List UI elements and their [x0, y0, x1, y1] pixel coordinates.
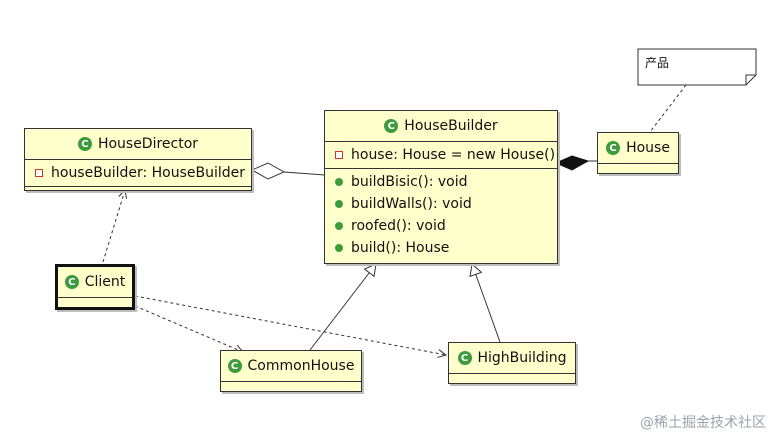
class-header: C Client [58, 267, 132, 298]
composition-diamond [554, 155, 590, 171]
generalization-highbuilding [469, 263, 501, 343]
attribute-row[interactable]: houseBuilder: HouseBuilder [25, 162, 251, 184]
note-fold [745, 74, 756, 85]
class-icon: C [227, 359, 242, 373]
class-client[interactable]: C Client [55, 264, 135, 310]
class-header: C House [598, 133, 678, 164]
operations-section [25, 187, 251, 191]
class-name: HouseBuilder [404, 118, 498, 134]
class-header: C HouseBuilder [325, 111, 557, 142]
aggregation-diamond [250, 162, 286, 180]
class-header: C HighBuilding [449, 343, 575, 374]
note-text: 产品 [645, 56, 670, 70]
operation-row[interactable]: buildBisic(): void [325, 171, 557, 193]
class-name: CommonHouse [247, 358, 355, 374]
note-shape [637, 48, 757, 86]
attributes-section: houseBuilder: HouseBuilder [25, 160, 251, 187]
private-field-icon [335, 151, 343, 159]
class-name: House [626, 140, 670, 156]
operations-section: buildBisic(): void buildWalls(): void ro… [325, 169, 557, 261]
operation-row[interactable]: roofed(): void [325, 215, 557, 237]
aggregation-line [283, 171, 326, 176]
private-field-icon [35, 169, 43, 177]
class-name: HouseDirector [97, 136, 199, 152]
class-house[interactable]: C House [597, 132, 679, 174]
attributes-section [221, 382, 361, 386]
attributes-section [598, 164, 678, 168]
public-method-icon [335, 244, 343, 252]
class-high-building[interactable]: C HighBuilding [448, 342, 576, 384]
class-name: HighBuilding [477, 350, 567, 366]
generalization-commonhouse [309, 263, 377, 351]
public-method-icon [335, 178, 343, 186]
class-name: Client [84, 274, 126, 290]
watermark: @稀土掘金技术社区 [640, 415, 766, 431]
attributes-section: house: House = new House() [325, 142, 557, 169]
attributes-section [58, 298, 132, 302]
dependency-client-director [102, 190, 125, 263]
note: 产品 [638, 49, 756, 85]
attributes-section [449, 374, 575, 378]
operation-row[interactable]: buildWalls(): void [325, 193, 557, 215]
class-icon: C [77, 137, 92, 151]
attribute-row[interactable]: house: House = new House() [325, 144, 557, 166]
class-icon: C [457, 351, 472, 365]
class-header: C HouseDirector [25, 129, 251, 160]
dependency-client-commonhouse [134, 305, 243, 352]
note-anchor-line [649, 84, 687, 133]
class-house-builder[interactable]: C HouseBuilder house: House = new House(… [324, 110, 558, 264]
class-header: C CommonHouse [221, 351, 361, 382]
public-method-icon [335, 222, 343, 230]
operation-row[interactable]: build(): House [325, 237, 557, 259]
class-house-director[interactable]: C HouseDirector houseBuilder: HouseBuild… [24, 128, 252, 191]
class-common-house[interactable]: C CommonHouse [220, 350, 362, 392]
dependency-client-highbuilding [134, 295, 446, 355]
class-icon: C [606, 141, 621, 155]
class-icon: C [64, 275, 79, 289]
public-method-icon [335, 200, 343, 208]
class-icon: C [384, 119, 399, 133]
